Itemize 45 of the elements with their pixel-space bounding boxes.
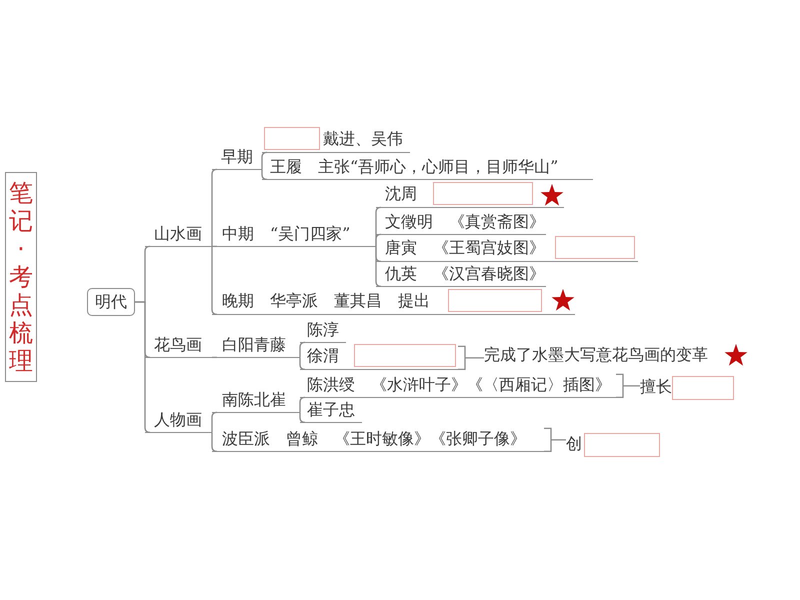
topic-label: 仇英 《汉宫春晓图》 (376, 263, 546, 287)
topic-label: 文徵明 《真赏斋图》 (376, 211, 546, 235)
connector-line (299, 342, 306, 358)
summary-bracket (615, 374, 641, 398)
summary-text: 创 (566, 434, 582, 454)
connector-line (211, 246, 218, 316)
topic-row (376, 180, 564, 208)
topic-label: 崔子忠 (300, 399, 362, 423)
summary-text: 完成了水墨大写意花鸟画的变革 (484, 345, 708, 365)
topic-text: 戴进、吴伟 (323, 129, 403, 149)
connector-line (261, 152, 268, 170)
topic-row (300, 343, 458, 370)
topic-text: 唐寅 《王蜀宫妓图》 (385, 238, 545, 258)
topic-text: 沈周 (385, 184, 417, 204)
summary-bracket (457, 346, 485, 370)
topic-row (212, 287, 575, 315)
topic-label: 王履 主张“吾师心，心师目，目师华山” (262, 156, 593, 180)
connector-line (299, 357, 306, 370)
topic-label: 白阳青藤 (212, 334, 300, 358)
connector-line (211, 412, 218, 432)
connector-line (211, 168, 218, 246)
connector-line (299, 412, 306, 424)
connector-line (375, 234, 382, 246)
topic-label: 南陈北崔 (212, 389, 300, 413)
summary-text: 擅长 (640, 377, 672, 397)
topic-label: 人物画 (145, 409, 212, 433)
connector-line (299, 396, 306, 412)
topic-row (376, 235, 638, 262)
topic-label: 波臣派 曾鲸 《王时敏像》《张卿子像》 (212, 428, 544, 452)
topic-label: 山水画 (145, 223, 212, 247)
connector-line (375, 246, 382, 288)
connector-line (261, 169, 268, 180)
connector-line (211, 432, 218, 452)
topic-label: 陈淳 (300, 319, 346, 343)
topic-row (262, 125, 410, 153)
topic-label: 陈洪绶 《水浒叶子》《〈西厢记〉插图》 (300, 374, 616, 398)
connector-line (135, 301, 150, 434)
summary-bracket (543, 428, 567, 452)
title-panel: 笔记·考点梳理 (5, 172, 37, 382)
topic-text: 晚期 华亭派 董其昌 提出 (222, 291, 430, 311)
topic-label: 中期 “吴门四家” (212, 223, 376, 247)
topic-label: 花鸟画 (145, 334, 212, 358)
topic-label: 早期 (212, 146, 262, 170)
root-topic-box: 明代 (87, 288, 135, 316)
topic-text: 徐渭 (307, 346, 339, 366)
